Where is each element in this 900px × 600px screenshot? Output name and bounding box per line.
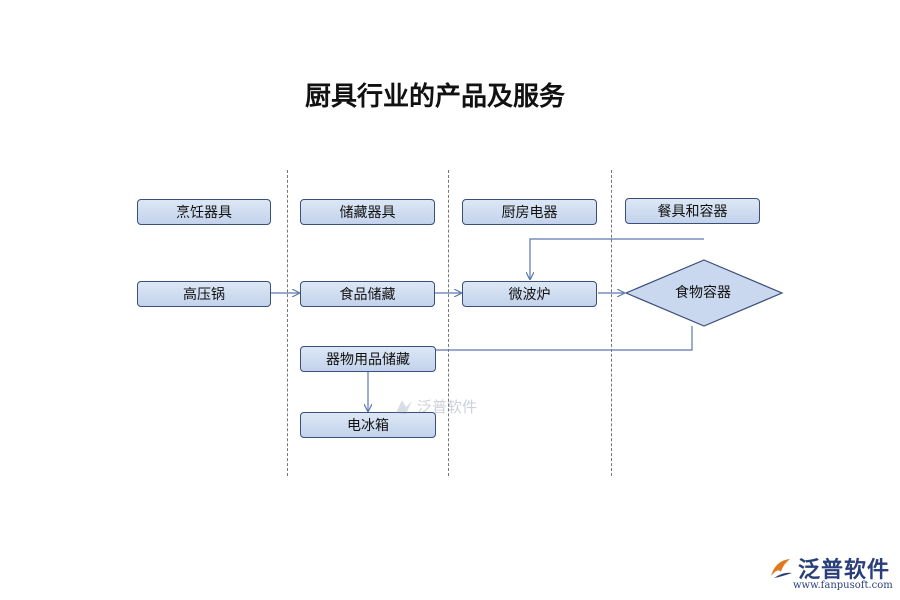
node-food-storage[interactable]: 食品储藏 xyxy=(300,281,435,307)
node-food-container[interactable]: 食物容器 xyxy=(675,285,731,301)
node-microwave[interactable]: 微波炉 xyxy=(462,281,597,307)
node-utensil-storage[interactable]: 器物用品储藏 xyxy=(300,346,436,372)
watermark: 泛普软件 xyxy=(392,396,477,417)
lane-header-cooking[interactable]: 烹饪器具 xyxy=(137,199,271,225)
diagram-title: 厨具行业的产品及服务 xyxy=(304,82,565,112)
lane-divider-1 xyxy=(287,170,288,476)
watermark-text: 泛普软件 xyxy=(417,398,478,416)
connector-food-container-to-utensil-storage xyxy=(436,326,693,351)
lane-header-storage[interactable]: 储藏器具 xyxy=(300,199,435,225)
brand-logo-text: 泛普软件 xyxy=(798,558,891,583)
food-container-decision-shape xyxy=(624,259,784,327)
brand-logo: 泛普软件 xyxy=(768,552,890,584)
lane-header-tableware[interactable]: 餐具和容器 xyxy=(625,198,760,224)
brand-url: www.fanpusoft.com xyxy=(793,580,893,591)
node-pressure-cooker[interactable]: 高压锅 xyxy=(137,281,271,307)
lane-divider-3 xyxy=(611,170,612,476)
watermark-logo-icon xyxy=(396,399,412,414)
lane-divider-2 xyxy=(448,170,449,476)
connector-container-header-to-microwave xyxy=(530,238,704,279)
lane-header-appliances[interactable]: 厨房电器 xyxy=(462,199,597,225)
node-refrigerator[interactable]: 电冰箱 xyxy=(300,412,436,438)
brand-logo-icon xyxy=(771,559,792,578)
